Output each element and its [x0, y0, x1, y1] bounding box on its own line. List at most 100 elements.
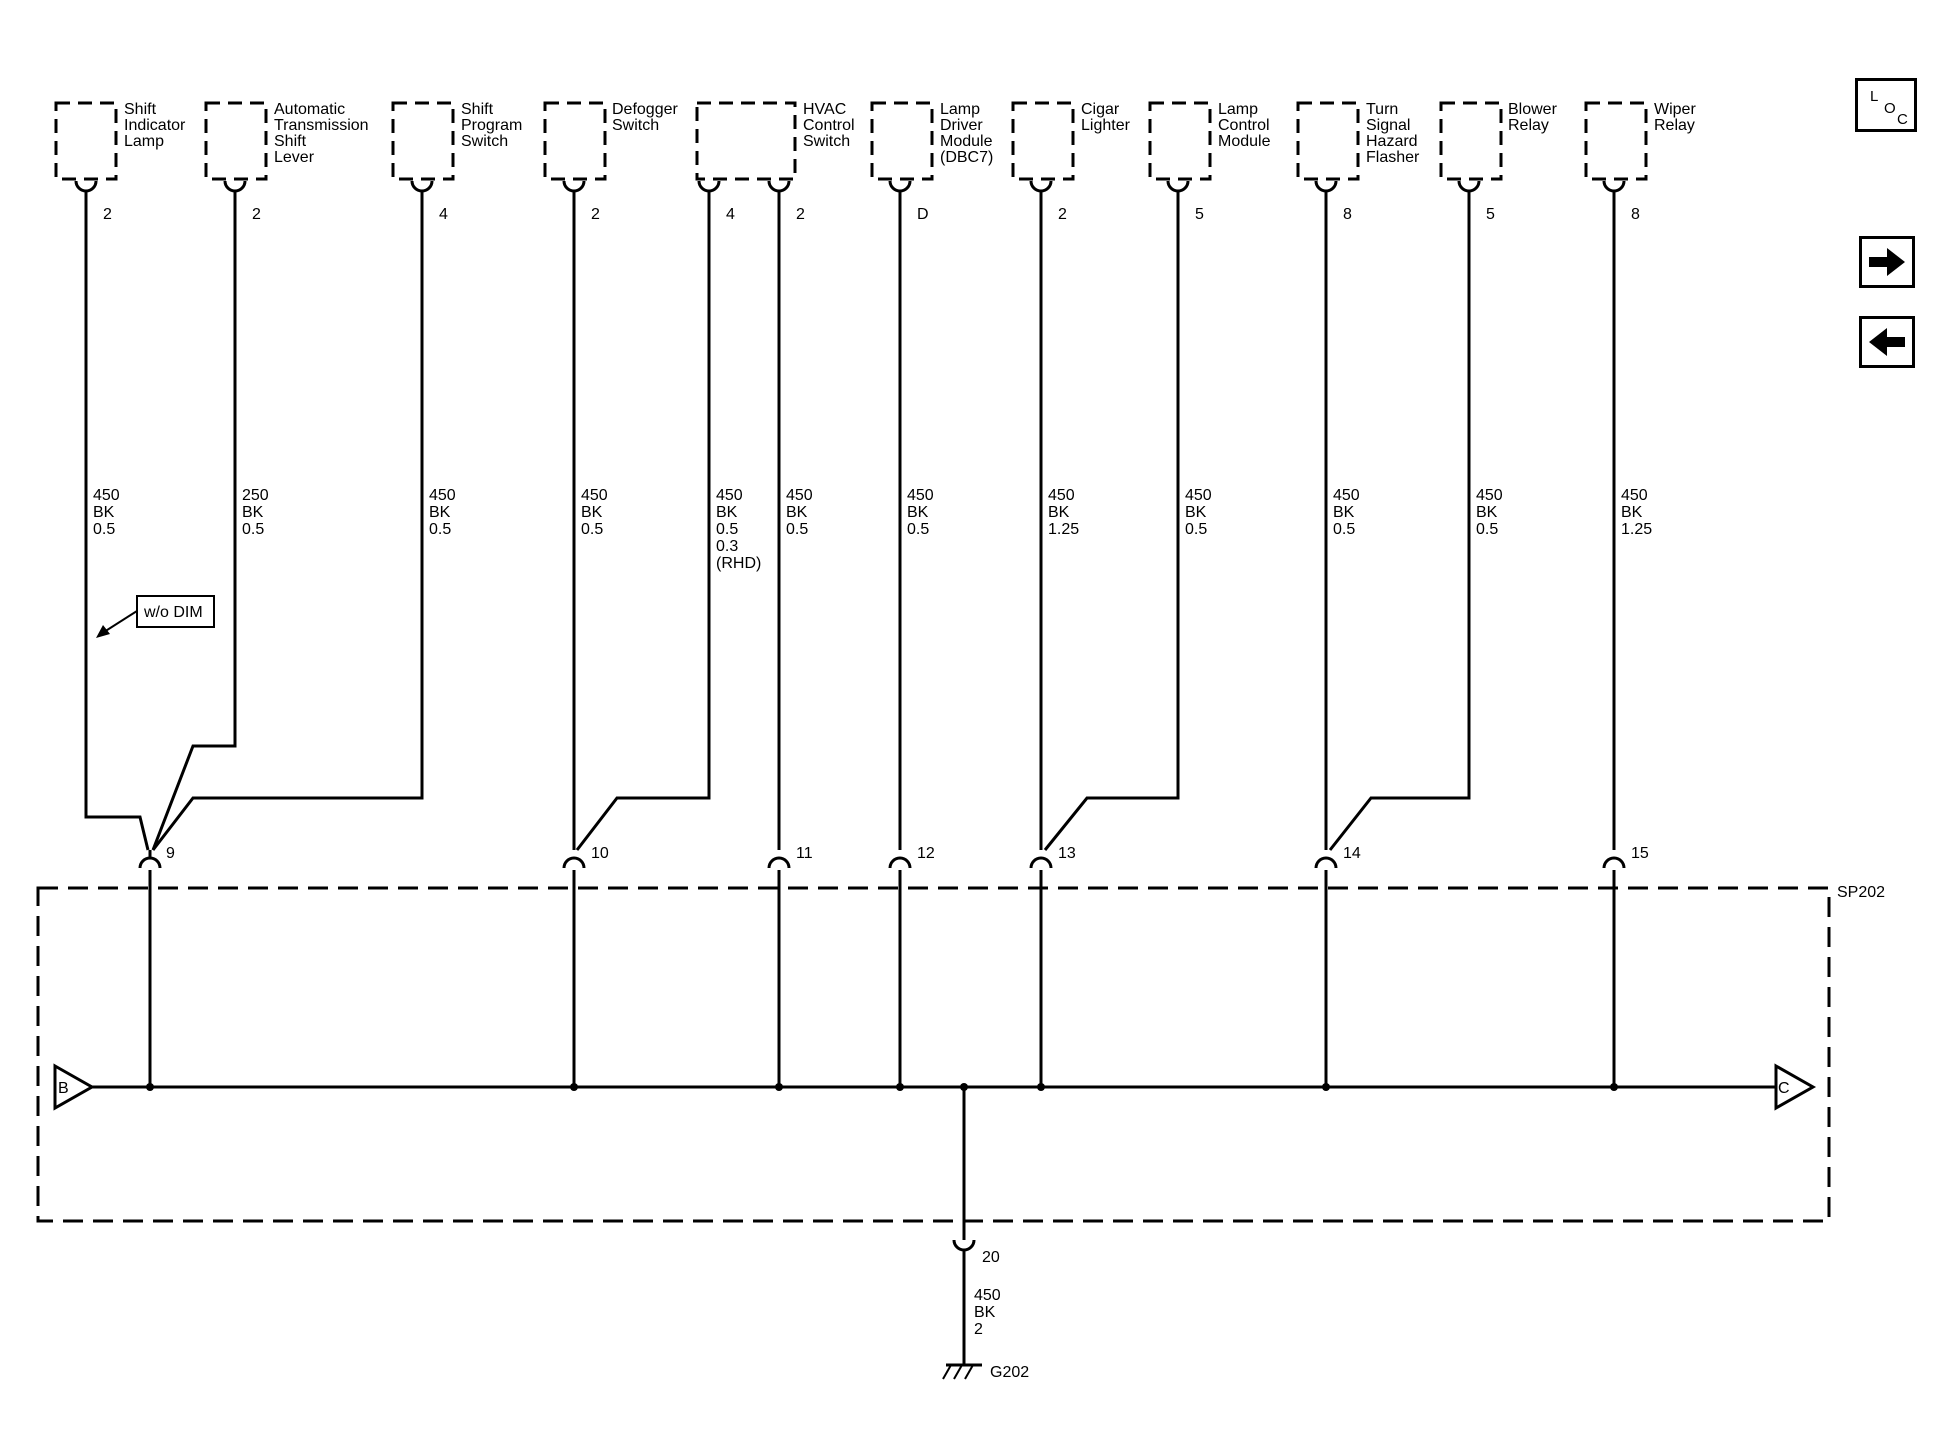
- pin-number: 10: [591, 845, 609, 862]
- svg-text:0.5: 0.5: [93, 521, 115, 538]
- loc-letter: L: [1870, 88, 1879, 105]
- next-page-button[interactable]: [1859, 236, 1915, 288]
- component-label: Module: [940, 133, 993, 150]
- component-label: HVAC: [803, 101, 846, 118]
- component-shift-program-switch[interactable]: Shift Program Switch: [391, 101, 522, 181]
- component-label: Turn: [1366, 101, 1398, 118]
- ground-icon: [942, 1363, 982, 1380]
- component-label: Signal: [1366, 117, 1410, 134]
- component-label: Defogger: [612, 101, 678, 118]
- component-label: Automatic: [274, 101, 345, 118]
- svg-text:0.5: 0.5: [242, 521, 264, 538]
- component-label: Control: [1218, 117, 1270, 134]
- component-lamp-control-module[interactable]: Lamp Control Module: [1148, 101, 1271, 181]
- option-callout: w/o DIM: [96, 595, 215, 638]
- component-wiper-relay[interactable]: Wiper Relay: [1584, 101, 1696, 181]
- svg-text:450: 450: [1048, 487, 1075, 504]
- svg-text:450: 450: [1185, 487, 1212, 504]
- svg-text:BK: BK: [1476, 504, 1498, 521]
- svg-text:BK: BK: [974, 1304, 996, 1321]
- svg-text:BK: BK: [716, 504, 738, 521]
- component-label: (DBC7): [940, 149, 993, 166]
- svg-text:0.5: 0.5: [429, 521, 451, 538]
- svg-text:0.3: 0.3: [716, 538, 738, 555]
- svg-text:2: 2: [974, 1321, 983, 1338]
- svg-text:0.5: 0.5: [1185, 521, 1207, 538]
- pin-number: 15: [1631, 845, 1649, 862]
- svg-text:450: 450: [581, 487, 608, 504]
- pin-number: 13: [1058, 845, 1076, 862]
- splice-connectors: [138, 850, 1626, 869]
- splice-pin-numbers: 9 10 11 12 13 14 15: [166, 845, 1649, 862]
- pin-number: D: [917, 206, 929, 223]
- junction-dots: [146, 1083, 1618, 1091]
- continuation-right[interactable]: C: [1774, 1063, 1817, 1111]
- component-label: Control: [803, 117, 855, 134]
- component-label: Lamp: [940, 101, 980, 118]
- svg-text:450: 450: [1476, 487, 1503, 504]
- component-label: Program: [461, 117, 522, 134]
- loc-letter: C: [1897, 111, 1908, 128]
- svg-text:0.5: 0.5: [581, 521, 603, 538]
- pin-number: 2: [796, 206, 805, 223]
- component-label: Shift: [461, 101, 494, 118]
- pin-number: 5: [1486, 206, 1495, 223]
- pin-number: 11: [796, 845, 813, 862]
- component-label: Wiper: [1654, 101, 1696, 118]
- arrow-right-icon: [1869, 248, 1905, 276]
- component-cigar-lighter[interactable]: Cigar Lighter: [1011, 101, 1131, 181]
- continuation-label: C: [1778, 1080, 1790, 1097]
- wires: [84, 191, 1616, 851]
- loc-button[interactable]: L O C: [1855, 78, 1917, 132]
- svg-text:BK: BK: [907, 504, 929, 521]
- previous-page-button[interactable]: [1859, 316, 1915, 368]
- arrow-icon: [96, 625, 110, 638]
- pin-number: 2: [1058, 206, 1067, 223]
- component-label: Blower: [1508, 101, 1558, 118]
- svg-text:450: 450: [429, 487, 456, 504]
- component-label: Switch: [803, 133, 850, 150]
- component-defogger-switch[interactable]: Defogger Switch: [543, 101, 678, 181]
- component-hvac-control-switch[interactable]: HVAC Control Switch: [695, 101, 855, 181]
- component-label: Module: [1218, 133, 1271, 150]
- component-label: Indicator: [124, 117, 186, 134]
- pin-number: 12: [917, 845, 935, 862]
- component-label: Driver: [940, 117, 983, 134]
- ground-label: G202: [990, 1364, 1029, 1381]
- svg-text:BK: BK: [1048, 504, 1070, 521]
- pin-number: 2: [252, 206, 261, 223]
- svg-text:BK: BK: [429, 504, 451, 521]
- component-blower-relay[interactable]: Blower Relay: [1439, 101, 1558, 181]
- continuation-left[interactable]: B: [53, 1063, 96, 1111]
- pin-number: 5: [1195, 206, 1204, 223]
- component-label: Lamp: [1218, 101, 1258, 118]
- pin-number: 8: [1343, 206, 1352, 223]
- svg-text:450: 450: [907, 487, 934, 504]
- component-label: Shift: [124, 101, 157, 118]
- svg-text:450: 450: [786, 487, 813, 504]
- wire-hvac-control-switch-pin4: [575, 191, 711, 851]
- component-label: Relay: [1654, 117, 1695, 134]
- pin-number: 4: [726, 206, 735, 223]
- svg-text:0.5: 0.5: [716, 521, 738, 538]
- wire-blower-relay: [1328, 191, 1471, 851]
- pin-number: 8: [1631, 206, 1640, 223]
- svg-text:450: 450: [1621, 487, 1648, 504]
- pin-number: 9: [166, 845, 175, 862]
- component-label: Lighter: [1081, 117, 1131, 134]
- wire-automatic-transmission-shift-lever: [151, 191, 237, 851]
- component-pin-numbers: 2 2 4 2 4 2 D 2 5 8 5 8: [103, 206, 1640, 223]
- pin-number: 14: [1343, 845, 1361, 862]
- pin-number: 20: [982, 1249, 1000, 1266]
- component-automatic-transmission-shift-lever[interactable]: Automatic Transmission Shift Lever: [204, 101, 369, 181]
- component-label: Lever: [274, 149, 315, 166]
- pin-number: 2: [103, 206, 112, 223]
- component-turn-signal-hazard-flasher[interactable]: Turn Signal Hazard Flasher: [1296, 101, 1420, 181]
- wire-lamp-control-module: [1043, 191, 1180, 851]
- component-label: Cigar: [1081, 101, 1120, 118]
- component-shift-indicator-lamp[interactable]: Shift Indicator Lamp: [54, 101, 186, 181]
- component-lamp-driver-module[interactable]: Lamp Driver Module (DBC7): [870, 101, 993, 181]
- component-label: Switch: [612, 117, 659, 134]
- component-label: Shift: [274, 133, 307, 150]
- component-label: Relay: [1508, 117, 1549, 134]
